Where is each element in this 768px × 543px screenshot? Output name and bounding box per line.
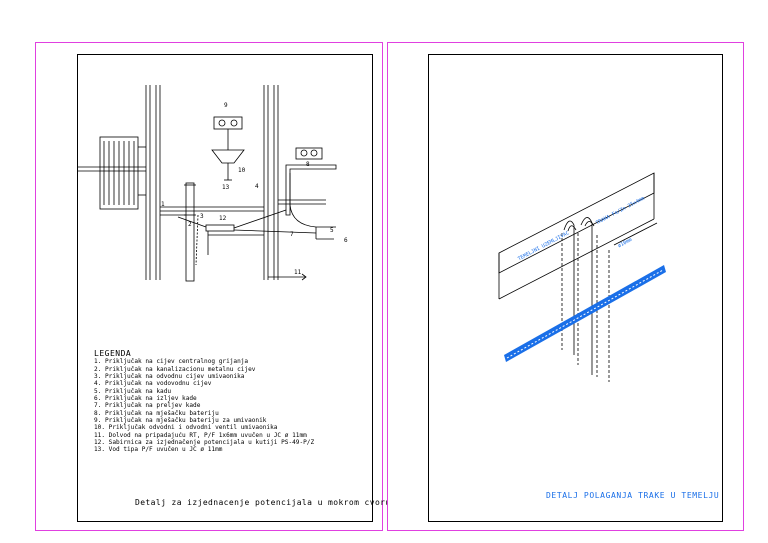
bathroom-equipotential-diagram: [78, 85, 337, 282]
callout-4: 4: [255, 183, 259, 190]
legend-item: 9. Priključak na mješačku bateriju za um…: [94, 417, 267, 425]
callout-2: 2: [188, 221, 192, 228]
callout-3: 3: [200, 213, 204, 220]
foundation-strip-diagram: [498, 172, 666, 382]
legend-item: 7. Priključak na preljev kade: [94, 402, 201, 410]
callout-13: 13: [222, 184, 230, 191]
legend-item: 6. Priključak na izljev kade: [94, 395, 197, 403]
callout-5: 5: [330, 227, 334, 234]
legend-item: 10. Priključak odvodni i odvodni ventil …: [94, 424, 278, 432]
callout-12: 12: [219, 215, 227, 222]
callout-8: 8: [306, 161, 310, 168]
ground-strip-blue: [504, 265, 666, 362]
legend-item: 1. Priključak na cijev centralnog grijan…: [94, 358, 249, 366]
legend-title: LEGENDA: [94, 349, 132, 358]
callout-7: 7: [290, 231, 294, 238]
foundation-strip: [498, 172, 655, 300]
callout-11: 11: [294, 269, 302, 276]
drawing-frame-right: TEMELJNI UZEMLJIVAC TRAKA Fe/Zn 25x4mm ø…: [428, 54, 723, 522]
legend-item: 11. Dolvod na pripadajuću RT, P/F 1x6mm …: [94, 431, 307, 439]
sheet-caption-left: Detalj za izjednacenje potencijala u mok…: [135, 498, 391, 507]
legend-item: 5. Priključak na kadu: [94, 387, 172, 395]
legend-item: 4. Priključak na vodovodnu cijev: [94, 380, 212, 388]
legend: LEGENDA 1. Priključak na cijev centralno…: [94, 349, 315, 454]
legend-item: 2. Priključak na kanalizacionu metalnu c…: [94, 365, 256, 373]
legend-item: 8. Priključak na mješačku bateriju: [94, 409, 219, 417]
callout-6: 6: [344, 237, 348, 244]
drawing-sheet-left: 9 10 8 13 12 3 4 5 6 7 2 1 11 LEGENDA 1.…: [35, 42, 390, 531]
legend-item: 3. Priključak na odvodnu cijev umivaonik…: [94, 373, 245, 381]
callout-10: 10: [238, 167, 246, 174]
drawing-frame-left: 9 10 8 13 12 3 4 5 6 7 2 1 11 LEGENDA 1.…: [77, 54, 390, 522]
callout-1: 1: [161, 201, 165, 208]
drawing-sheet-right: TEMELJNI UZEMLJIVAC TRAKA Fe/Zn 25x4mm ø…: [387, 42, 744, 531]
sheet-caption-right: DETALJ POLAGANJA TRAKE U TEMELJU: [546, 491, 720, 500]
legend-item: 13. Vod tipa P/F uvučen u JC ø 11mm: [94, 446, 223, 454]
callout-9: 9: [224, 102, 228, 109]
legend-item: 12. Sabirnica za izjednačenje potencijal…: [94, 439, 315, 447]
